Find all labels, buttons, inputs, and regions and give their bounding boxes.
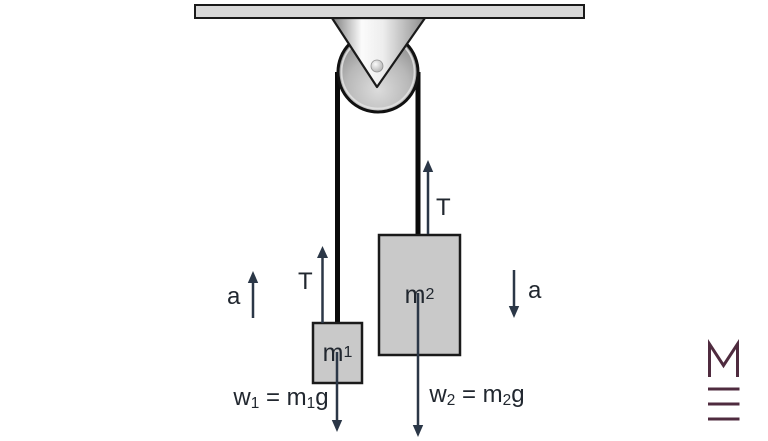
acceleration-arrow-right [508,270,520,318]
weight1-sub1: 1 [250,394,260,412]
tension-label-right: T [436,194,451,221]
tension-arrow-right [422,160,434,234]
acceleration-label-left: a [227,283,241,310]
weight1-g: g [315,384,329,411]
weight1-eq-m: = m [259,384,307,411]
weight1-sub2: 1 [306,394,316,412]
weight2-sub1: 2 [446,391,456,409]
acceleration-arrow-left [247,271,259,318]
weight-arrow-mass2 [412,293,424,437]
mass2-label-base: m [404,280,426,309]
tension-label-left: T [298,268,313,295]
tension-arrow-left [317,246,328,323]
brand-logo [708,338,740,421]
weight2-equation: w2 = m2g [427,381,527,409]
weight1-w: w [233,384,251,411]
mass1-label-base: m [322,338,344,367]
weight2-w: w [429,381,447,408]
logo-letter-m [708,338,739,377]
weight2-eq-m: = m [455,381,503,408]
ceiling-bar [194,4,585,19]
weight2-sub2: 2 [502,391,512,409]
weight2-g: g [511,381,525,408]
mass2-box [377,233,462,357]
acceleration-label-right: a [528,277,542,304]
pulley-axle-pin [370,59,384,73]
weight-arrow-mass1 [331,352,343,432]
weight1-equation: w1 = m1g [231,384,331,412]
